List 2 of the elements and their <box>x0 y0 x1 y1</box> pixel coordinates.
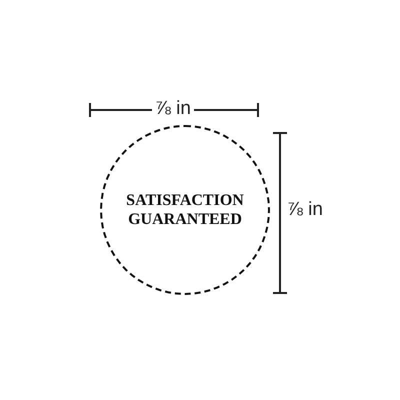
dashed-circle-label <box>100 125 270 295</box>
label-text: SATISFACTION GUARANTEED <box>125 191 245 229</box>
